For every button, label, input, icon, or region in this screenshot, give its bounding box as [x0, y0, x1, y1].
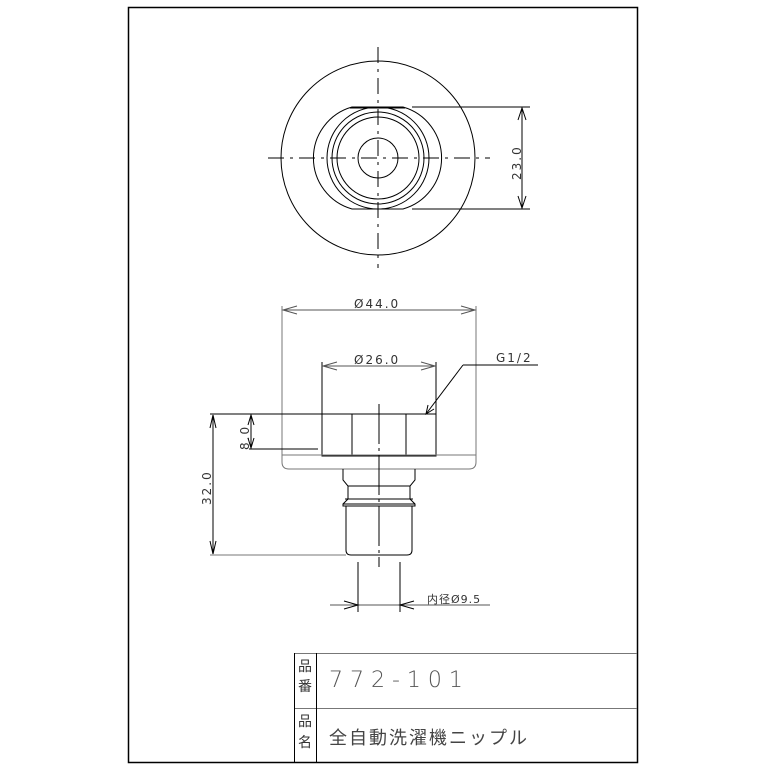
- thread-leader-line: [425, 364, 464, 415]
- dimension-label-23: 23.0: [510, 145, 524, 180]
- dimension-label-44: Ø44.0: [354, 297, 400, 311]
- drawing-frame: [127, 6, 639, 764]
- top-view: [268, 47, 530, 268]
- nipple-tip: [345, 506, 413, 556]
- hex-outline: [313, 106, 442, 210]
- side-view: [209, 305, 538, 612]
- title-block: [294, 653, 637, 762]
- dimension-label-32: 32.0: [200, 470, 214, 505]
- dimension-label-inner-diameter: 内径Ø9.5: [427, 592, 481, 606]
- part-number-value: 772-101: [329, 668, 470, 693]
- part-name-label: 品名: [298, 714, 312, 751]
- dimension-label-26: Ø26.0: [354, 353, 400, 367]
- dimension-label-8: 8.0: [238, 425, 252, 450]
- flange: [281, 454, 477, 470]
- thread-callout-label: G1/2: [496, 351, 533, 365]
- part-number-label: 品番: [298, 659, 312, 695]
- part-name-value: 全自動洗濯機ニップル: [329, 728, 529, 749]
